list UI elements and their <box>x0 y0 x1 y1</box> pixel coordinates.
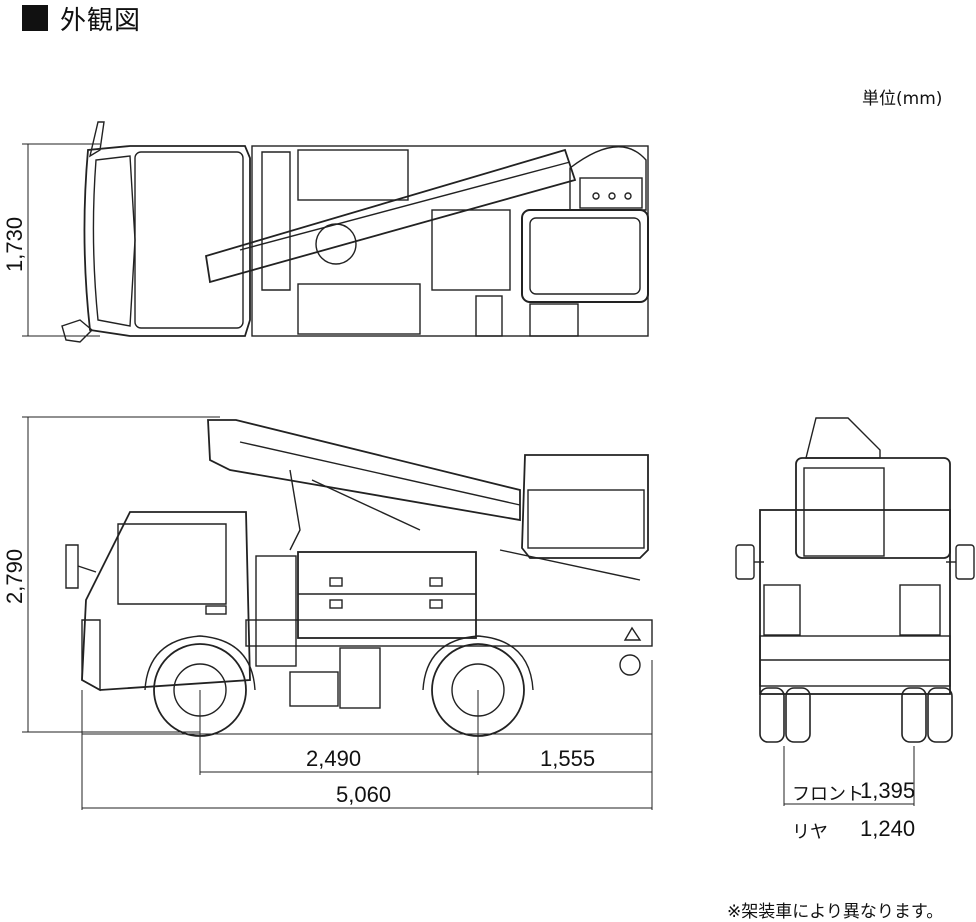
overall-length-dim: 5,060 <box>336 782 392 807</box>
footnote: ※架装車により異なります。 <box>727 902 944 922</box>
top-width-dim: 1,730 <box>2 216 27 272</box>
top-view <box>22 121 649 343</box>
side-height-dim: 2,790 <box>2 548 27 604</box>
title-text: 外観図 <box>60 5 142 36</box>
rear-tread-value: 1,240 <box>860 816 916 841</box>
wheelbase-dim: 2,490 <box>306 746 362 771</box>
front-tread-label: フロント <box>792 784 864 804</box>
unit-label: 単位(mm) <box>862 89 943 109</box>
rear-tread-label: リヤ <box>792 822 828 842</box>
square-bullet-icon <box>22 5 48 31</box>
front-tread-value: 1,395 <box>860 778 916 803</box>
page-title: 外観図 <box>22 2 142 36</box>
rear-overhang-dim: 1,555 <box>540 746 596 771</box>
rear-view <box>735 417 975 806</box>
side-view <box>22 416 653 810</box>
